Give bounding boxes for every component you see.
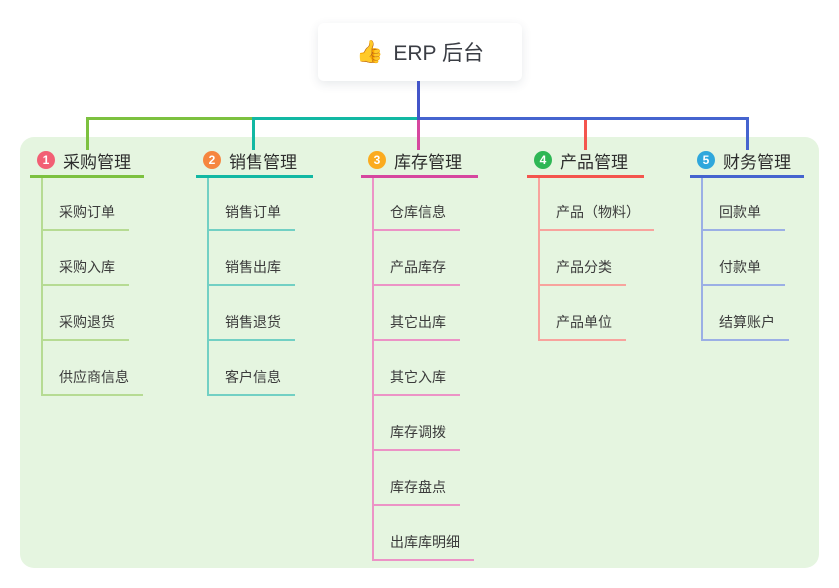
branch-connector-vertical [584,117,587,150]
child-node[interactable]: 采购退货 [41,286,129,341]
child-node[interactable]: 产品（物料） [538,178,654,231]
child-node[interactable]: 采购入库 [41,231,129,286]
child-label: 销售退货 [225,314,281,330]
child-node[interactable]: 产品单位 [538,286,626,341]
root-node[interactable]: 👍 ERP 后台 [318,23,522,81]
child-node[interactable]: 产品分类 [538,231,626,286]
children-list: 仓库信息 产品库存 其它出库 其它入库 库存调拨 库存盘点 出库库明细 [372,178,474,561]
child-label: 产品分类 [556,259,612,275]
child-node[interactable]: 供应商信息 [41,341,143,396]
child-label: 产品单位 [556,314,612,330]
children-list: 采购订单 采购入库 采购退货 供应商信息 [41,178,143,396]
child-node[interactable]: 销售订单 [207,178,295,231]
topic-node-product[interactable]: 4 产品管理 [527,145,644,178]
child-label: 销售出库 [225,259,281,275]
branch-connector-vertical [417,117,420,150]
topic-node-finance[interactable]: 5 财务管理 [690,145,804,178]
child-node[interactable]: 销售出库 [207,231,295,286]
child-label: 产品（物料） [556,204,640,220]
child-label: 其它出库 [390,314,446,330]
children-list: 销售订单 销售出库 销售退货 客户信息 [207,178,295,396]
branch-connector-horizontal [253,117,418,120]
child-node[interactable]: 仓库信息 [372,178,460,231]
child-label: 产品库存 [390,259,446,275]
child-node[interactable]: 销售退货 [207,286,295,341]
topic-number-badge: 2 [203,151,221,169]
children-list: 产品（物料） 产品分类 产品单位 [538,178,654,341]
child-label: 供应商信息 [59,369,129,385]
topic-node-procurement[interactable]: 1 采购管理 [30,145,144,178]
child-node[interactable]: 采购订单 [41,178,129,231]
topic-number-badge: 3 [368,151,386,169]
child-node[interactable]: 出库库明细 [372,506,474,561]
child-label: 出库库明细 [390,534,460,550]
child-label: 客户信息 [225,369,281,385]
topic-number-badge: 4 [534,151,552,169]
child-node[interactable]: 结算账户 [701,286,789,341]
child-label: 库存盘点 [390,479,446,495]
mindmap-canvas [20,137,819,568]
branch-connector-horizontal [418,117,747,120]
child-label: 采购订单 [59,204,115,220]
child-label: 库存调拨 [390,424,446,440]
branch-connector-vertical [252,117,255,150]
child-node[interactable]: 客户信息 [207,341,295,396]
child-node[interactable]: 其它入库 [372,341,460,396]
topic-label: 产品管理 [560,152,628,172]
child-label: 结算账户 [719,314,775,330]
child-label: 仓库信息 [390,204,446,220]
child-label: 其它入库 [390,369,446,385]
child-label: 回款单 [719,204,761,220]
child-node[interactable]: 回款单 [701,178,785,231]
child-node[interactable]: 库存调拨 [372,396,460,451]
branch-connector-vertical [86,117,89,150]
child-node[interactable]: 库存盘点 [372,451,460,506]
topic-number-badge: 5 [697,151,715,169]
child-label: 销售订单 [225,204,281,220]
child-label: 采购入库 [59,259,115,275]
topic-label: 销售管理 [229,152,297,172]
child-node[interactable]: 其它出库 [372,286,460,341]
child-node[interactable]: 产品库存 [372,231,460,286]
topic-label: 采购管理 [63,152,131,172]
branch-connector-vertical [746,117,749,150]
thumbs-up-icon: 👍 [355,39,384,64]
children-list: 回款单 付款单 结算账户 [701,178,789,341]
topic-label: 财务管理 [723,152,791,172]
topic-label: 库存管理 [394,152,462,172]
topic-node-inventory[interactable]: 3 库存管理 [361,145,478,178]
root-connector-vertical [417,81,420,120]
child-label: 付款单 [719,259,761,275]
topic-number-badge: 1 [37,151,55,169]
child-node[interactable]: 付款单 [701,231,785,286]
child-label: 采购退货 [59,314,115,330]
topic-node-sales[interactable]: 2 销售管理 [196,145,313,178]
root-title: ERP 后台 [393,42,485,65]
